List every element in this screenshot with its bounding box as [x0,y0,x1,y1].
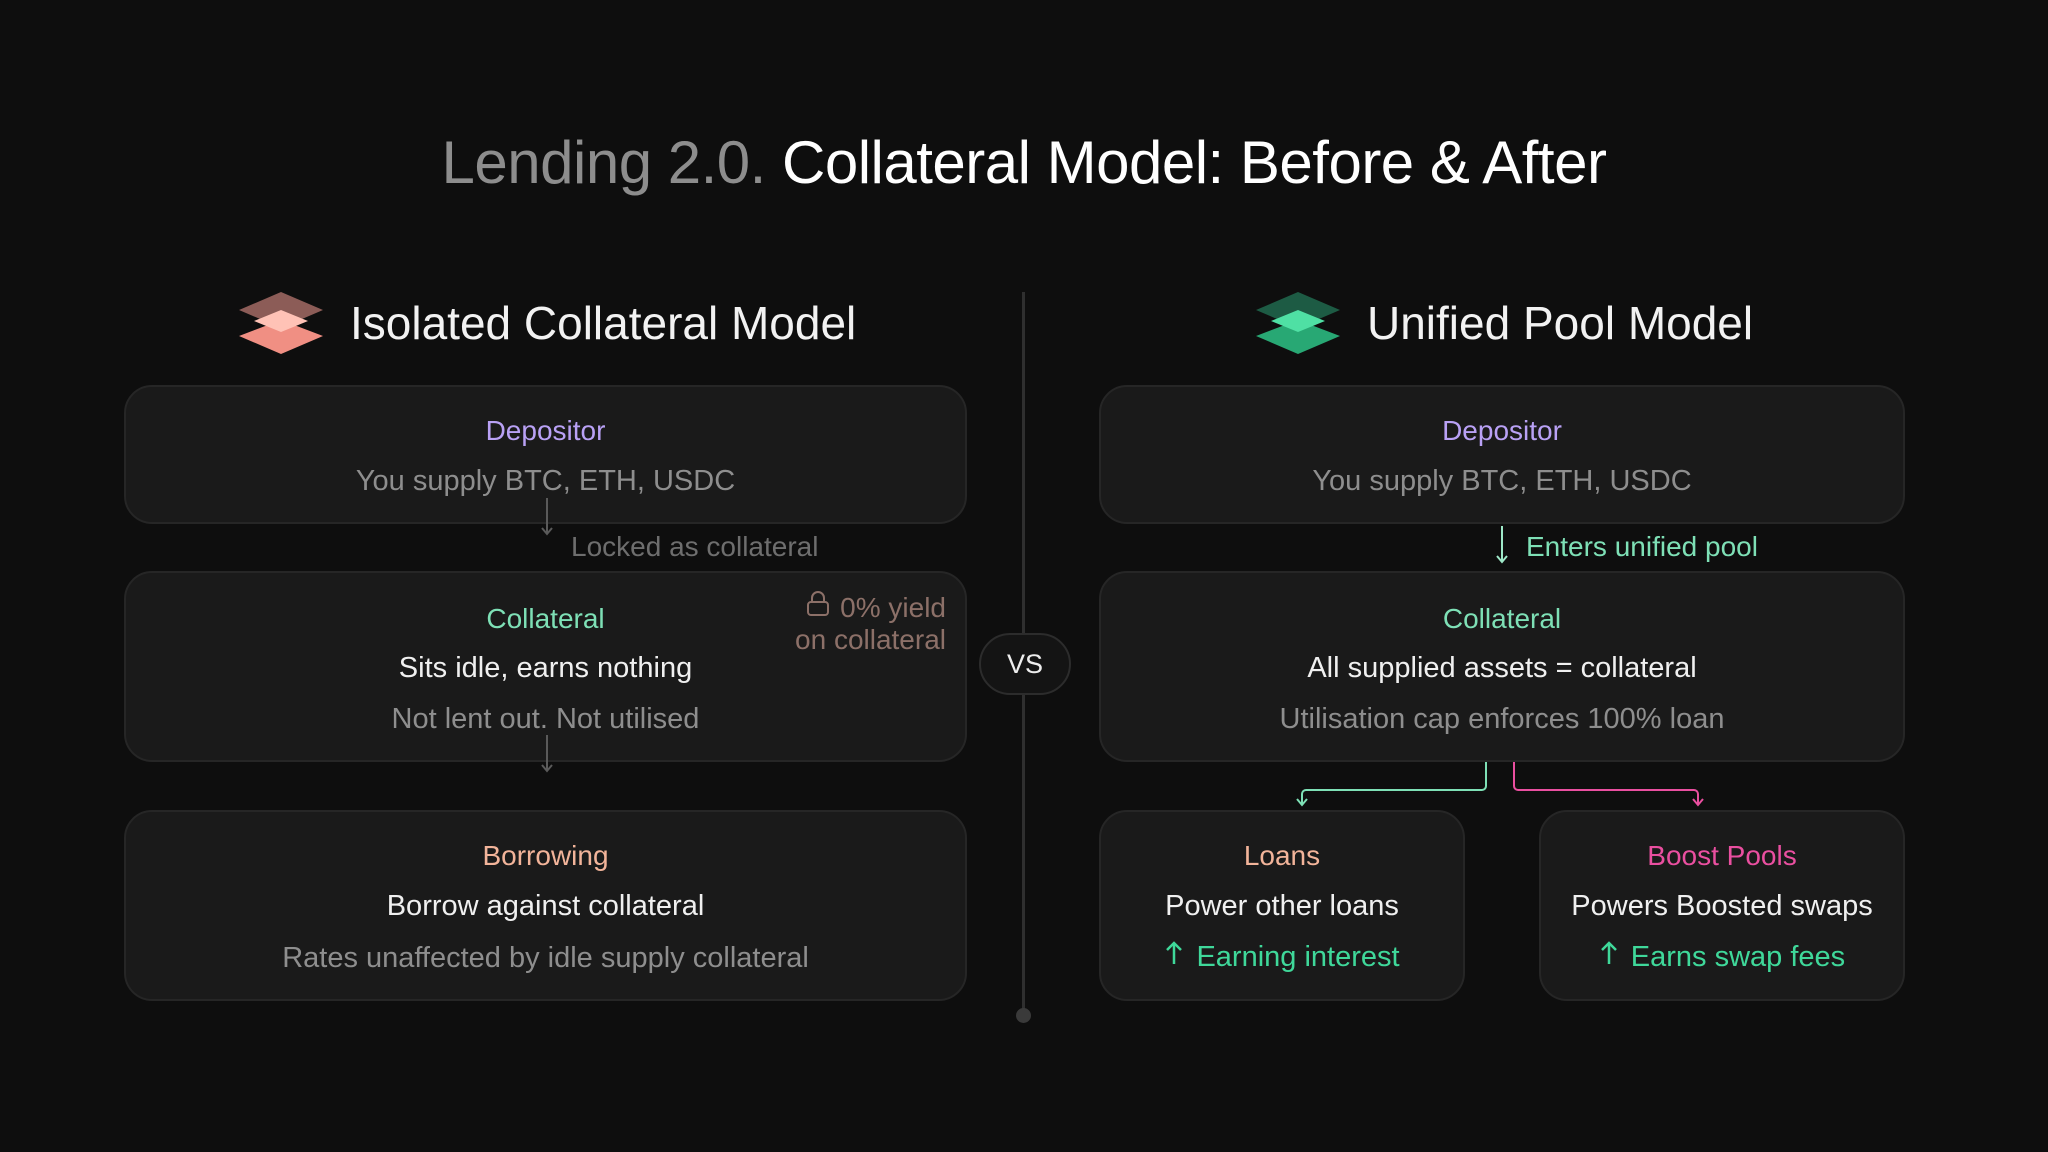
arrow-up-icon [1164,940,1184,974]
isolated-model-heading: Isolated Collateral Model [238,290,856,356]
depositor-label: Depositor [1442,415,1562,446]
collateral-main: All supplied assets = collateral [1307,652,1697,684]
borrowing-sub: Rates unaffected by idle supply collater… [282,942,809,974]
loans-earning: Earning interest [1101,940,1463,974]
left-depositor-card: Depositor You supply BTC, ETH, USDC [124,385,967,524]
collateral-sub: Utilisation cap enforces 100% loan [1279,703,1725,735]
loans-main: Power other loans [1165,890,1399,922]
right-arrow-down [1496,526,1508,564]
borrowing-main: Borrow against collateral [386,890,705,922]
right-collateral-card: Collateral All supplied assets = collate… [1099,571,1905,762]
collateral-label: Collateral [1442,603,1562,634]
zero-yield-badge: 0% yield on collateral [776,591,946,656]
boost-earning-text: Earns swap fees [1630,940,1846,973]
boost-pools-card: Boost Pools Powers Boosted swaps Earns s… [1539,810,1905,1001]
depositor-label: Depositor [485,415,606,446]
unified-model-title: Unified Pool Model [1367,297,1754,349]
title-main: Collateral Model: Before & After [782,129,1607,196]
loans-label: Loans [1243,840,1321,871]
boost-earning: Earns swap fees [1541,940,1903,974]
depositor-text: You supply BTC, ETH, USDC [355,465,736,497]
yield-line2: on collateral [795,624,946,655]
divider-end-dot [1016,1008,1031,1023]
yield-line1: 0% yield [840,591,946,623]
arrow-up-icon [1599,940,1619,974]
boost-main: Powers Boosted swaps [1571,890,1873,922]
title-prefix: Lending 2.0. [441,129,767,196]
boost-label: Boost Pools [1647,840,1797,871]
unified-model-heading: Unified Pool Model [1255,290,1753,356]
left-arrow-down-2 [541,735,553,773]
loans-card: Loans Power other loans Earning interest [1099,810,1465,1001]
left-borrowing-card: Borrowing Borrow against collateral Rate… [124,810,967,1001]
right-arrow-note: Enters unified pool [1526,531,1758,562]
isolated-model-title: Isolated Collateral Model [350,297,857,349]
collateral-label: Collateral [486,603,605,634]
borrowing-label: Borrowing [482,840,609,871]
lock-icon [806,591,830,624]
layers-icon [238,290,324,356]
left-arrow-down [541,498,553,536]
collateral-main: Sits idle, earns nothing [398,652,693,684]
loans-earning-text: Earning interest [1196,940,1400,973]
left-arrow-note: Locked as collateral [571,531,819,562]
page-title: Lending 2.0. Collateral Model: Before & … [0,128,2048,197]
right-depositor-card: Depositor You supply BTC, ETH, USDC [1099,385,1905,524]
vs-badge: VS [979,633,1071,695]
depositor-text: You supply BTC, ETH, USDC [1312,465,1692,497]
left-collateral-card: Collateral Sits idle, earns nothing Not … [124,571,967,762]
collateral-sub: Not lent out. Not utilised [391,703,700,735]
branch-connectors [1296,762,1704,807]
layers-icon [1255,290,1341,356]
